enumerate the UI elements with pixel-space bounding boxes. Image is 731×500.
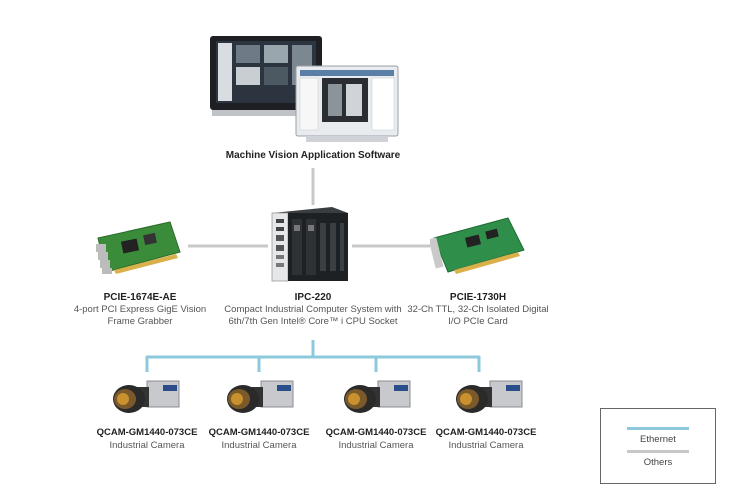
ipc-220-desc-1: Compact Industrial Computer System with (224, 304, 402, 315)
ipc-220-title: IPC-220 (294, 292, 332, 303)
ipc-220-computer-image (271, 207, 348, 282)
software-monitors-image (210, 36, 399, 142)
pcie-1730h-card-image (430, 217, 525, 274)
legend-ethernet-label: Ethernet (640, 434, 676, 445)
pcie-1674e-desc-2: Frame Grabber (107, 316, 173, 327)
camera-1-image (107, 375, 187, 420)
pcie-1674e-title: PCIE-1674E-AE (103, 292, 177, 303)
ipc-220-desc-2: 6th/7th Gen Intel® Core™ i CPU Socket (228, 316, 398, 327)
software-caption: Machine Vision Application Software (225, 150, 401, 161)
camera-2-title: QCAM-GM1440-073CE (208, 427, 310, 438)
camera-4-image (450, 375, 530, 420)
pcie-1730h-desc-2: I/O PCIe Card (448, 316, 508, 327)
legend: Ethernet Others (600, 408, 716, 484)
camera-3-title: QCAM-GM1440-073CE (325, 427, 427, 438)
camera-2-image (221, 375, 301, 420)
legend-ethernet-swatch (627, 427, 689, 430)
pcie-1730h-desc-1: 32-Ch TTL, 32-Ch Isolated Digital (407, 304, 549, 315)
camera-2-desc: Industrial Camera (221, 440, 297, 451)
pcie-1730h-title: PCIE-1730H (449, 292, 507, 303)
pcie-1674e-desc-1: 4-port PCI Express GigE Vision (73, 304, 207, 315)
camera-4-desc: Industrial Camera (448, 440, 524, 451)
camera-3-desc: Industrial Camera (338, 440, 414, 451)
pcie-1674e-card-image (96, 221, 181, 274)
legend-others-label: Others (643, 457, 673, 468)
camera-1-desc: Industrial Camera (109, 440, 185, 451)
camera-3-image (338, 375, 418, 420)
camera-1-title: QCAM-GM1440-073CE (96, 427, 198, 438)
camera-4-title: QCAM-GM1440-073CE (435, 427, 537, 438)
legend-others-swatch (627, 450, 689, 453)
